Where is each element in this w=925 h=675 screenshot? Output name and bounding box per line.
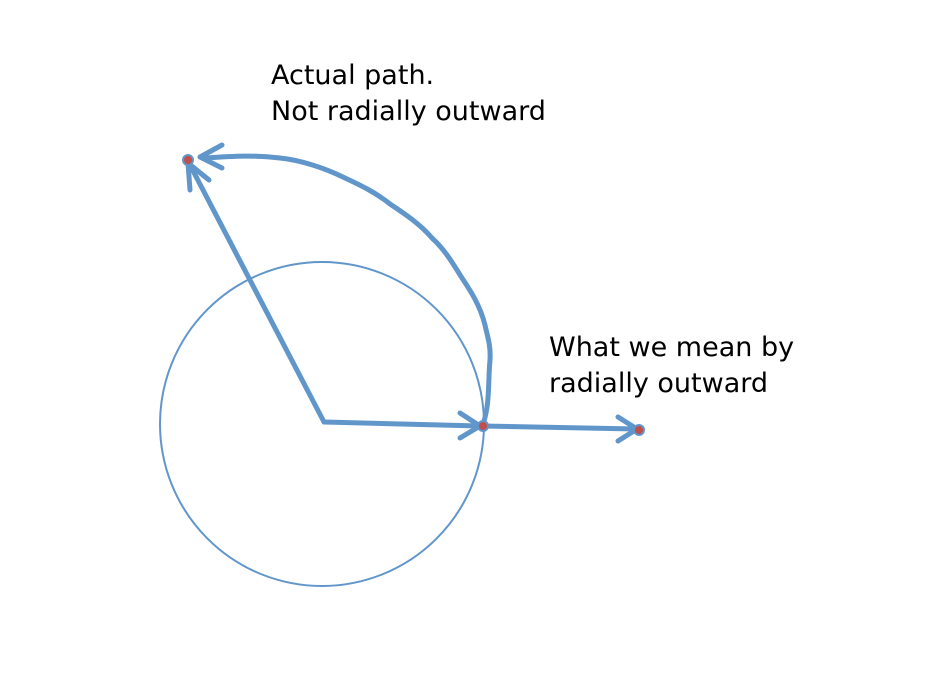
radial-label-line1: What we mean by bbox=[549, 332, 795, 363]
radius-vector-to-surface-point bbox=[321, 419, 483, 429]
radial-label-line2: radially outward bbox=[549, 368, 769, 399]
radial-point bbox=[633, 424, 645, 436]
actual-path-label-line1: Actual path. bbox=[271, 60, 435, 91]
arrowhead-actual-path bbox=[197, 142, 225, 171]
actual-path-label: Actual path. Not radially outward bbox=[271, 58, 546, 130]
radius-vector-to-displaced-point bbox=[187, 162, 327, 425]
radial-label: What we mean by radially outward bbox=[549, 330, 794, 402]
radial-outward-vector bbox=[480, 423, 639, 432]
displaced-point bbox=[182, 154, 194, 166]
actual-path-curve bbox=[202, 153, 493, 427]
actual-path-label-line2: Not radially outward bbox=[271, 96, 546, 127]
surface-point bbox=[477, 420, 489, 432]
